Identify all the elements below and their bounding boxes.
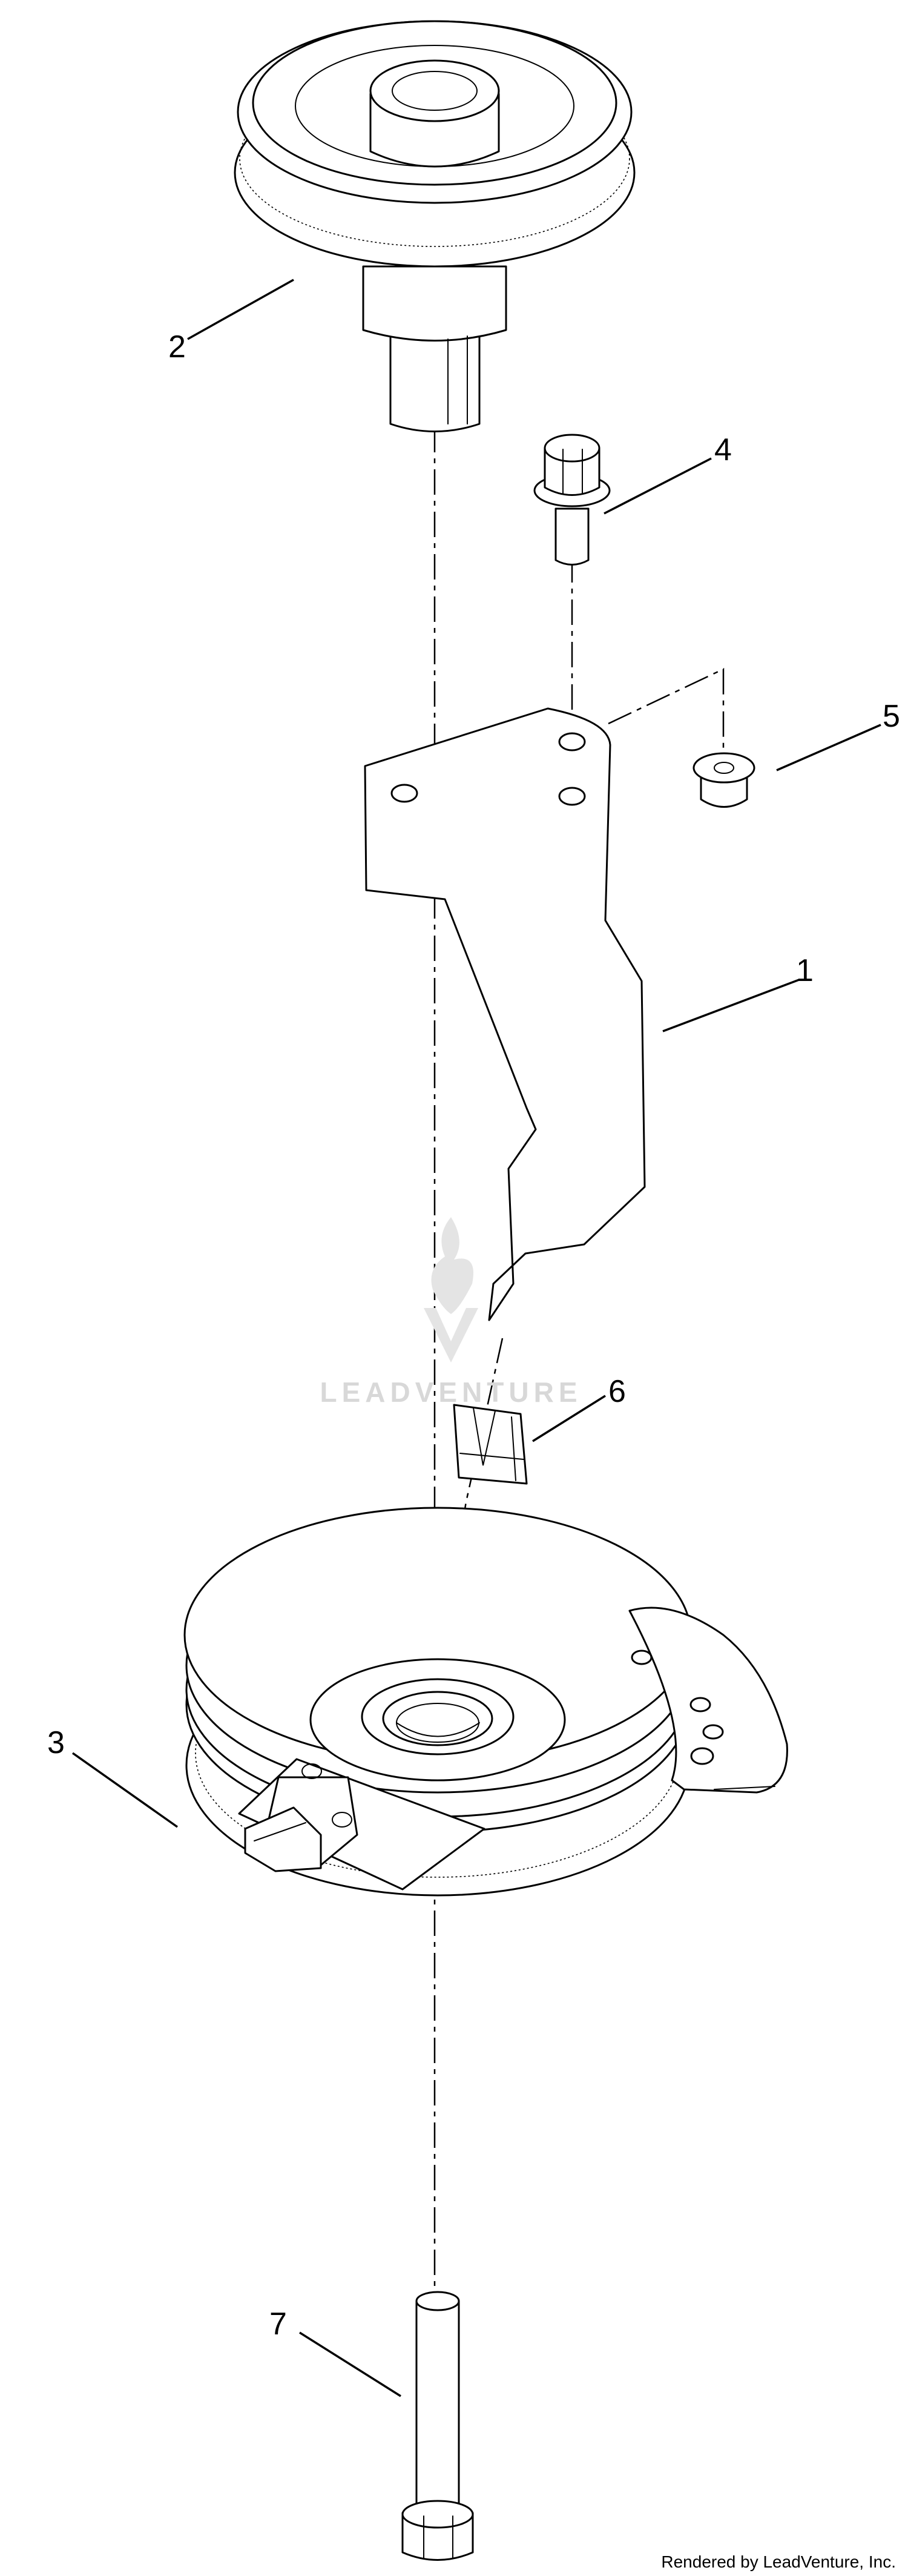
part-2-spindle-pulley [234, 20, 636, 432]
callout-5: 5 [883, 699, 900, 734]
callout-6: 6 [608, 1374, 626, 1409]
render-credit: Rendered by LeadVenture, Inc. [661, 2552, 896, 2571]
callout-1: 1 [796, 953, 814, 988]
callout-labels: 2 4 5 1 6 3 7 [47, 329, 900, 2342]
part-6-clip [453, 1404, 528, 1485]
watermark-text: LEADVENTURE [320, 1376, 582, 1408]
part-3-electric-clutch [183, 1507, 788, 1897]
part-1-bracket [364, 707, 646, 1321]
callout-leaders [71, 279, 881, 2397]
callout-4: 4 [714, 432, 732, 467]
callout-7: 7 [269, 2307, 287, 2342]
leadventure-watermark: LEADVENTURE [320, 1217, 582, 1408]
callout-3: 3 [47, 1725, 65, 1760]
part-7-bolt [401, 2291, 474, 2561]
part-5-flange-nut [693, 752, 755, 808]
callout-2: 2 [168, 329, 186, 365]
part-4-flange-bolt [533, 434, 611, 566]
